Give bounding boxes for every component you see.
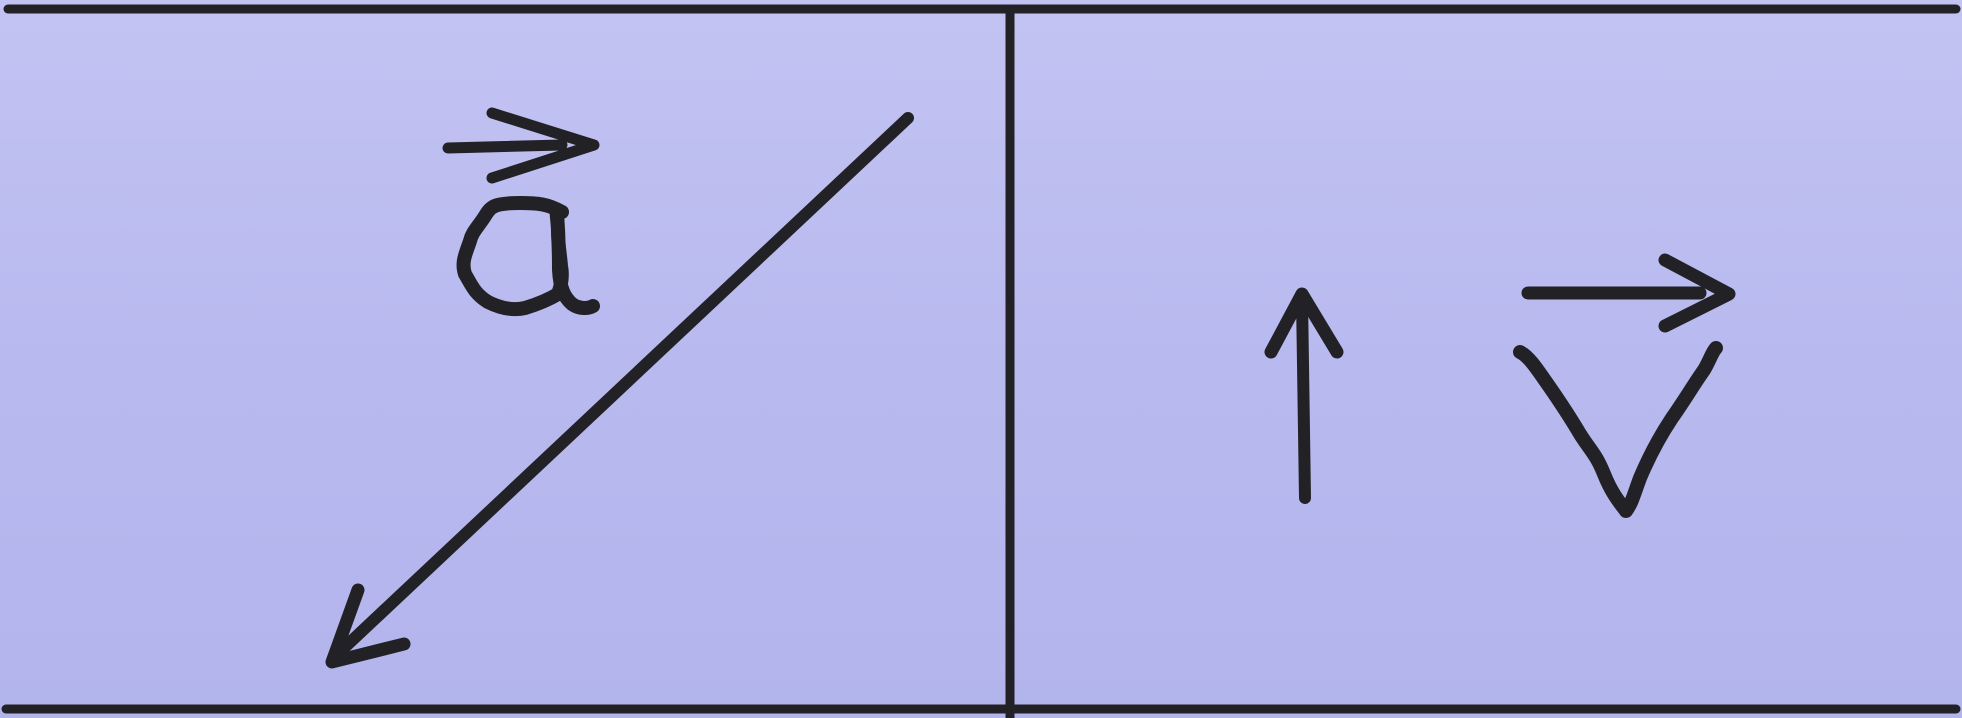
up-arrowhead-icon (1264, 287, 1344, 359)
vector-v-overarrow-icon (1521, 253, 1736, 333)
vector-a-symbol (442, 107, 600, 317)
up-arrow-shaft (1296, 292, 1311, 504)
letter-a-glyph (456, 196, 600, 317)
right-panel (1264, 253, 1736, 518)
letter-v-glyph (1513, 341, 1723, 518)
vector-a-arrowhead-icon (325, 583, 411, 669)
vector-a-arrow-shaft (338, 112, 914, 654)
vector-v-symbol (1513, 253, 1736, 518)
left-panel (325, 107, 914, 669)
vector-a-overarrow-icon (442, 107, 600, 184)
